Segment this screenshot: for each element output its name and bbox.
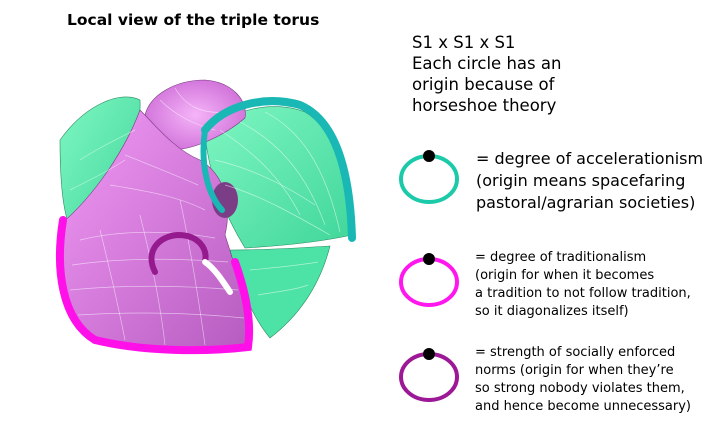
description-line: horseshoe theory [412, 96, 557, 115]
purple-circle-outline-tail [202, 259, 233, 295]
teal-circle-outline [201, 97, 356, 242]
legend-label-traditionalism: = degree of traditionalism (origin for w… [475, 250, 691, 319]
triple-torus-surface [55, 79, 356, 355]
description-line: Each circle has an [412, 54, 562, 73]
surface-grid-lines [69, 87, 341, 346]
legend-circle-accelerationism [399, 150, 459, 204]
magenta-circle-outline [55, 216, 254, 355]
legend-circle-norms [399, 348, 459, 402]
origin-dot [423, 253, 435, 265]
description-line: origin because of [412, 75, 555, 94]
legend-label-norms: = strength of socially enforced norms (o… [475, 345, 691, 414]
diagram-title: Local view of the triple torus [67, 11, 320, 29]
description-block: S1 x S1 x S1 Each circle has an origin b… [412, 32, 561, 116]
legend-label-accelerationism: = degree of accelerationism (origin mean… [476, 149, 704, 212]
legend-circle-traditionalism [399, 253, 459, 307]
origin-dot [423, 348, 435, 360]
origin-dot [423, 150, 435, 162]
purple-circle-outline [148, 231, 209, 275]
teal-circle-outline-inner [200, 127, 225, 213]
description-line: S1 x S1 x S1 [412, 33, 516, 52]
